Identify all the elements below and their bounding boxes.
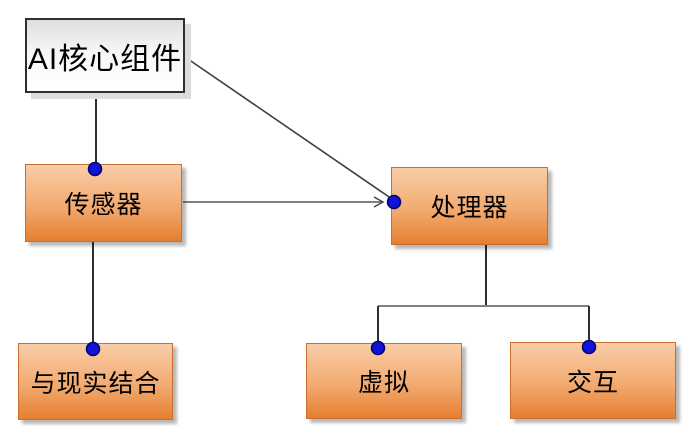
node-interact-label: 交互 <box>566 368 619 397</box>
node-processor-label: 处理器 <box>430 194 509 222</box>
node-ai-core[interactable]: AI核心组件 <box>25 18 185 93</box>
node-sensor-label: 传感器 <box>64 191 143 219</box>
node-processor[interactable]: 处理器 <box>391 167 548 245</box>
node-sensor[interactable]: 传感器 <box>25 164 182 242</box>
node-reality-label: 与现实结合 <box>30 369 161 398</box>
node-virtual[interactable]: 虚拟 <box>306 343 462 419</box>
node-ai-core-label: AI核心组件 <box>27 42 183 76</box>
node-interact[interactable]: 交互 <box>510 342 676 419</box>
node-virtual-label: 虚拟 <box>357 369 410 397</box>
node-reality[interactable]: 与现实结合 <box>18 343 173 420</box>
